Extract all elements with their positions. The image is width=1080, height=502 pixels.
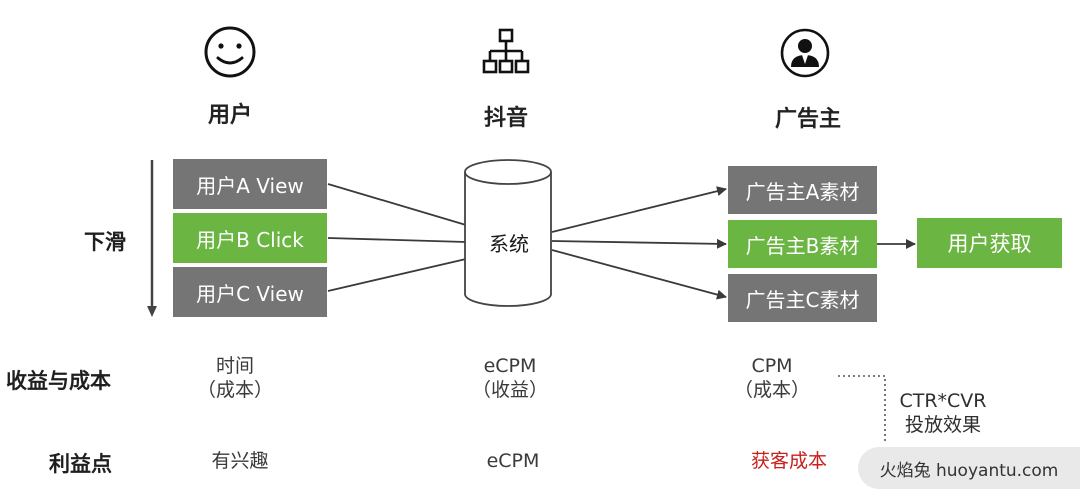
douyin-benefit-cell: eCPM xyxy=(486,450,540,472)
advertiser-cost-line1: CPM xyxy=(751,355,793,377)
user-acquisition-box: 用户获取 xyxy=(917,218,1062,268)
scroll-label: 下滑 xyxy=(84,230,126,254)
column-heading-douyin: 抖音 xyxy=(483,106,528,131)
system-to-ad-arrows xyxy=(551,186,727,300)
user-cost-line2: （成本） xyxy=(196,379,273,401)
formula-dotted-connector xyxy=(838,375,886,443)
column-heading-user: 用户 xyxy=(207,103,252,128)
user-cost-line1: 时间 xyxy=(215,355,254,377)
network-hierarchy-icon xyxy=(482,28,530,74)
user-benefit-cell: 有兴趣 xyxy=(211,450,269,472)
douyin-revenue-cell: eCPM （收益） xyxy=(455,354,565,402)
advertiser-benefit-cell: 获客成本 xyxy=(750,450,827,472)
formula-line1: CTR*CVR xyxy=(899,390,987,412)
person-in-suit-icon xyxy=(780,28,830,78)
row-label-benefit: 利益点 xyxy=(49,452,112,476)
advertiser-c-creative-box: 广告主C素材 xyxy=(728,274,877,322)
advertiser-cost-line2: （成本） xyxy=(733,379,810,401)
advertiser-a-creative-box: 广告主A素材 xyxy=(728,166,877,214)
row-label-revenue-cost: 收益与成本 xyxy=(6,369,111,393)
formula-note: CTR*CVR 投放效果 xyxy=(888,389,998,437)
system-label: 系统 xyxy=(489,232,529,256)
column-heading-advertiser: 广告主 xyxy=(774,107,841,132)
douyin-revenue-line2: （收益） xyxy=(471,379,548,401)
smiley-face-icon xyxy=(204,26,256,78)
advertiser-cost-cell: CPM （成本） xyxy=(722,354,822,402)
watermark-badge: 火焰兔 huoyantu.com xyxy=(858,447,1080,489)
user-b-click-box: 用户B Click xyxy=(173,213,327,263)
scroll-down-arrow xyxy=(147,160,157,317)
advertiser-b-creative-box: 广告主B素材 xyxy=(728,220,877,268)
system-cylinder xyxy=(464,159,552,307)
formula-line2: 投放效果 xyxy=(904,414,981,436)
douyin-revenue-line1: eCPM xyxy=(483,355,537,377)
user-a-view-box: 用户A View xyxy=(173,159,327,209)
user-c-view-box: 用户C View xyxy=(173,267,327,317)
user-to-system-lines xyxy=(327,183,467,292)
user-cost-cell: 时间 （成本） xyxy=(180,354,290,402)
